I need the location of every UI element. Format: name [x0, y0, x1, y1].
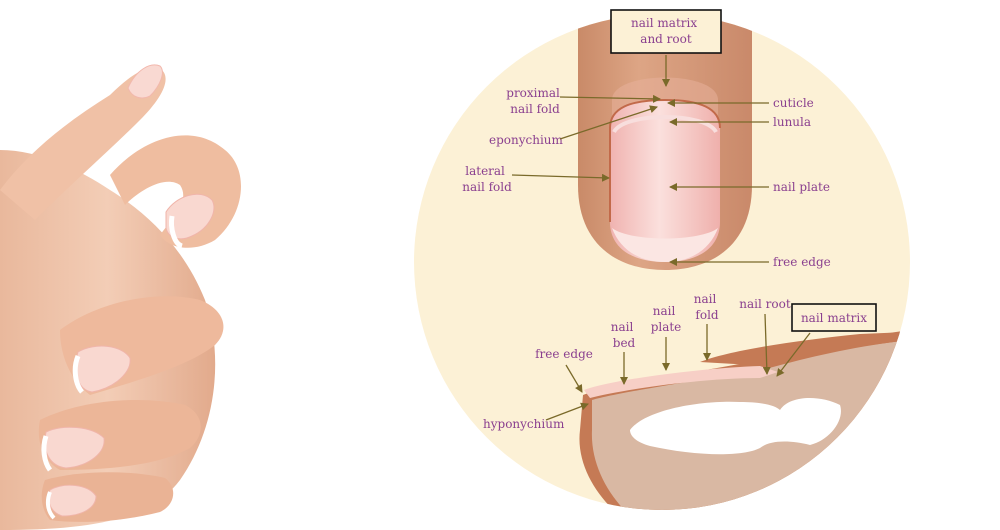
hyponychium-label: hyponychium	[483, 417, 565, 431]
nail-plate-shape	[610, 100, 720, 262]
eponychium-arrow	[559, 105, 658, 140]
thumb-nail	[127, 64, 163, 99]
proximal-nail-fold-arrow	[559, 94, 661, 103]
nail-plate-section-label: nail plate	[651, 304, 682, 334]
nail-root-arrow	[762, 313, 771, 375]
nail-matrix-and-root-label: nail matrix and root	[631, 16, 701, 46]
cuticle-label: cuticle	[773, 96, 814, 110]
little-nail-tip	[45, 491, 56, 520]
free-edge-arrow-bottom	[565, 364, 583, 393]
hand-photo	[0, 64, 242, 530]
free-edge-shape	[612, 228, 718, 262]
lateral-nail-fold-arrow	[511, 173, 610, 182]
middle-nail-tip	[72, 355, 85, 394]
ring-finger-nail	[44, 426, 105, 469]
nail-root-label: nail root	[739, 297, 791, 311]
nail-matrix-section-arrow	[776, 332, 811, 377]
nail-plate-section	[584, 366, 778, 398]
lunula-arc	[612, 115, 718, 134]
hyponychium-arrow	[545, 402, 589, 421]
nail-bed-label: nail bed	[611, 320, 637, 350]
nail-fold-section	[700, 332, 910, 366]
lateral-nail-fold-label: lateral nail fold	[462, 164, 512, 194]
nail-matrix-box	[791, 303, 877, 332]
free-edge-label-bottom: free edge	[535, 347, 593, 361]
finger-top-view	[578, 14, 752, 270]
nail-matrix-and-root-box	[610, 9, 722, 54]
lunula-label: lunula	[773, 115, 811, 129]
bone-cavity	[630, 398, 841, 455]
index-nail-tip	[169, 215, 184, 249]
cuticle-edge	[609, 98, 721, 129]
ring-nail-tip	[41, 435, 53, 472]
nail-matrix-label: nail matrix	[801, 311, 867, 325]
proximal-nail-fold-label: proximal nail fold	[506, 86, 563, 116]
nail-fold-label: nail fold	[694, 292, 720, 322]
nail-plate-label: nail plate	[773, 180, 830, 194]
eponychium-label: eponychium	[489, 133, 564, 147]
free-edge-label-top: free edge	[773, 255, 831, 269]
thumb-shape	[0, 67, 166, 220]
